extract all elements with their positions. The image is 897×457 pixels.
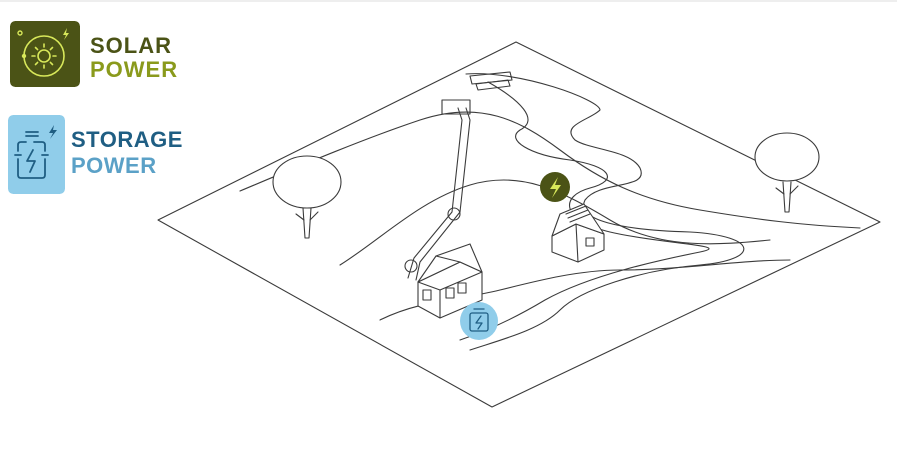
solar-label-line1: SOLAR (90, 33, 172, 58)
tree-left (272, 155, 342, 239)
storage-label-line2: POWER (71, 153, 157, 178)
solar-marker (540, 172, 570, 202)
storage-label-line1: STORAGE (71, 127, 183, 152)
solar-label-line2: POWER (90, 57, 179, 82)
top-rule (0, 0, 897, 2)
solar-sun-icon (10, 21, 80, 87)
contour-line (339, 179, 771, 266)
solar-panels (565, 205, 591, 223)
storage-legend-label: STORAGE POWER (71, 129, 183, 177)
transmission-line (407, 107, 463, 279)
storage-legend-tile (8, 115, 65, 194)
dam-structure (469, 71, 513, 85)
contour-line (239, 111, 861, 229)
storage-marker (460, 302, 498, 340)
solar-legend-tile (10, 21, 80, 87)
lightning-bolt-icon (550, 177, 561, 198)
solar-legend-label: SOLAR POWER (90, 35, 178, 81)
substation-box (441, 99, 471, 115)
land-plate (157, 41, 881, 408)
tree-right (754, 132, 820, 213)
battery-icon (8, 115, 65, 194)
battery-icon (469, 308, 489, 332)
